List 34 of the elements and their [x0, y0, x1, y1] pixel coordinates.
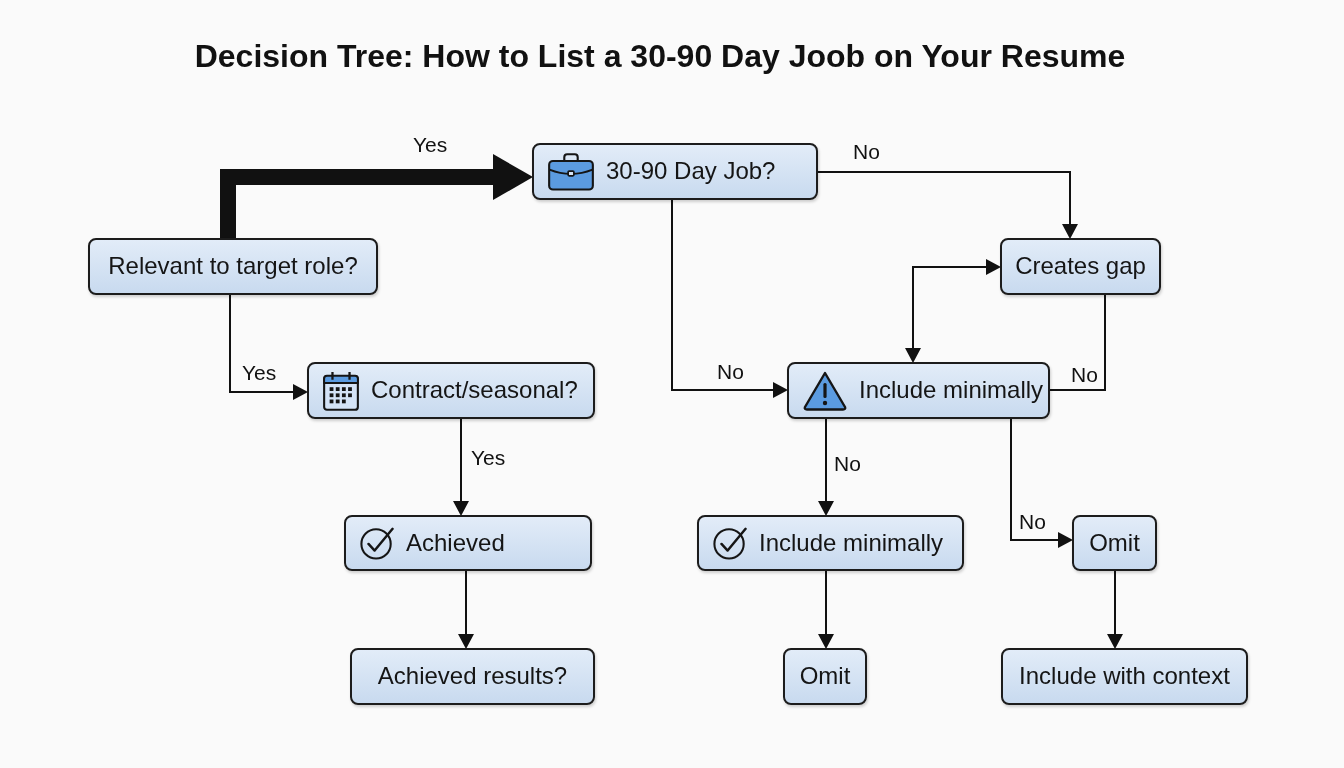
box-text: Achieved results?: [377, 662, 568, 691]
arrow: [229, 294, 308, 400]
arrow: [905, 259, 1001, 363]
box-text: Include with context: [1019, 662, 1230, 691]
arrow: [818, 570, 834, 649]
process-box: [697, 515, 964, 571]
arrow: [671, 199, 788, 398]
box-text: Creates gap: [1015, 252, 1146, 281]
process-box: [344, 515, 592, 571]
box-text: Omit: [1089, 528, 1140, 558]
box-text: 30-90 Day Job?: [606, 157, 776, 186]
box-text: Include minimally: [859, 376, 1044, 405]
process-box: [350, 648, 595, 705]
box-text: Contract/seasonal?: [371, 376, 578, 405]
process-box: [1072, 515, 1157, 571]
arrow: [1010, 418, 1073, 548]
process-box: [1001, 648, 1248, 705]
arrow: [818, 418, 834, 516]
box-text: Include minimally: [759, 528, 944, 558]
process-box: [787, 362, 1050, 419]
box-text: Omit: [799, 662, 851, 691]
process-box: [307, 362, 595, 419]
box-text: Achieved: [406, 528, 505, 558]
process-box: [1000, 238, 1161, 295]
box-text: Relevant to target role?: [108, 252, 358, 281]
diagram-title: Decision Tree: How to List a 30-90 Day Joob on Your Resume: [194, 37, 1126, 76]
arrow: [453, 418, 469, 516]
arrow: [458, 570, 474, 649]
arrow: [817, 171, 1078, 239]
process-box: [532, 143, 818, 200]
process-box: [783, 648, 867, 705]
process-box: [88, 238, 378, 295]
connector-line: [1049, 294, 1106, 391]
arrow: [1107, 570, 1123, 649]
